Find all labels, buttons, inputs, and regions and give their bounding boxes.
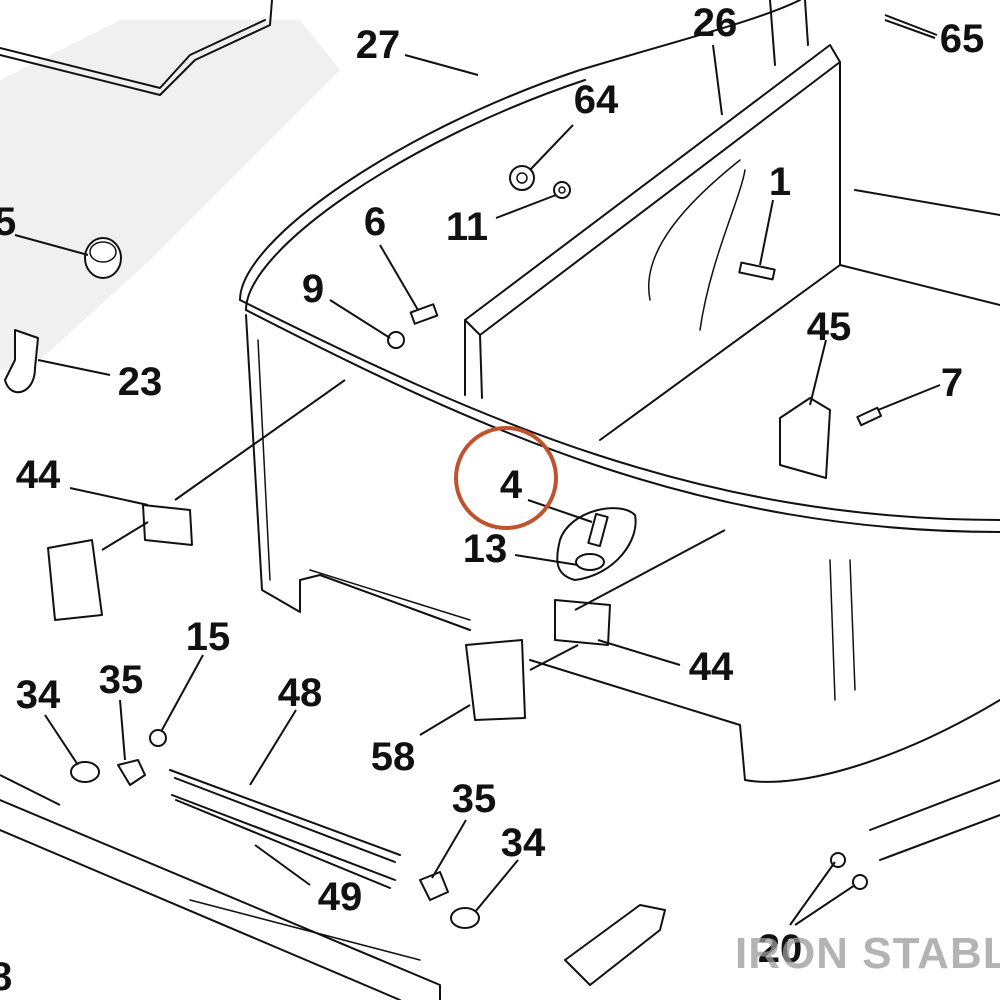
- lid-panel-drawing: [464, 0, 1000, 441]
- washer-part-9: [387, 331, 405, 349]
- callout-34-right: 34: [501, 821, 546, 865]
- callout-44-left: 44: [16, 453, 61, 497]
- callout-44-right: 44: [689, 645, 734, 689]
- callout-26: 26: [693, 1, 738, 45]
- screw-part-1: [738, 261, 776, 281]
- rubber-block-part-44-left: [142, 504, 193, 546]
- background-watermark-shape: [0, 20, 340, 370]
- callout-6: 6: [364, 200, 386, 244]
- callout-7: 7: [941, 361, 963, 405]
- plug-part-25: [84, 237, 122, 279]
- bulb-part-34-right: [450, 907, 480, 929]
- hardware-parts: [0, 165, 1000, 1000]
- callout-45: 45: [807, 305, 852, 349]
- callout-1: 1: [769, 160, 791, 204]
- callout-27: 27: [356, 23, 401, 67]
- callout-11: 11: [446, 205, 488, 249]
- callout-15: 15: [186, 615, 231, 659]
- washer-part-11: [553, 181, 571, 199]
- screw-part-7: [856, 406, 883, 427]
- nut-part-64: [509, 165, 535, 191]
- bracket-part-45: [779, 397, 831, 479]
- callout-4: 4: [500, 463, 523, 507]
- callout-34-left: 34: [16, 673, 61, 717]
- leader-lines: [0, 14, 941, 926]
- fender-body-drawing: [239, 0, 1000, 783]
- light-bar-part-20: [830, 779, 1000, 890]
- clamp-part-23: [4, 329, 39, 394]
- screw-part-4: [587, 512, 609, 548]
- callout-48: 48: [278, 671, 323, 715]
- rubber-block-part-44-right: [554, 599, 611, 646]
- callout-13: 13: [463, 527, 508, 571]
- callout-23: 23: [118, 360, 163, 404]
- callout-35-right: 35: [452, 777, 497, 821]
- nut-part-15: [149, 729, 167, 747]
- wire-part-49: [171, 794, 396, 889]
- socket-part-35-left: [117, 759, 146, 786]
- lens-assembly-drawing: [0, 799, 441, 1000]
- bolt-part-6: [409, 303, 439, 325]
- callout-64: 64: [574, 78, 619, 122]
- callout-9: 9: [302, 267, 324, 311]
- callout-49: 49: [318, 875, 363, 919]
- wire-part-48: [169, 769, 401, 863]
- watermark-text: IRON STABLE: [735, 929, 1000, 978]
- callout-25: 25: [0, 200, 16, 244]
- lower-bracket-drawing: [564, 904, 666, 986]
- callout-18: 18: [0, 955, 12, 999]
- callout-20: 20: [758, 927, 803, 971]
- bumper-part-58-left: [47, 539, 103, 621]
- callout-65: 65: [940, 17, 985, 61]
- bulb-part-34-left: [70, 761, 100, 783]
- bumper-part-58-right: [465, 639, 526, 721]
- callout-58: 58: [371, 735, 416, 779]
- callout-35-left: 35: [99, 658, 144, 702]
- seat-panel-drawing: [0, 0, 273, 96]
- highlight-circle: [454, 426, 558, 530]
